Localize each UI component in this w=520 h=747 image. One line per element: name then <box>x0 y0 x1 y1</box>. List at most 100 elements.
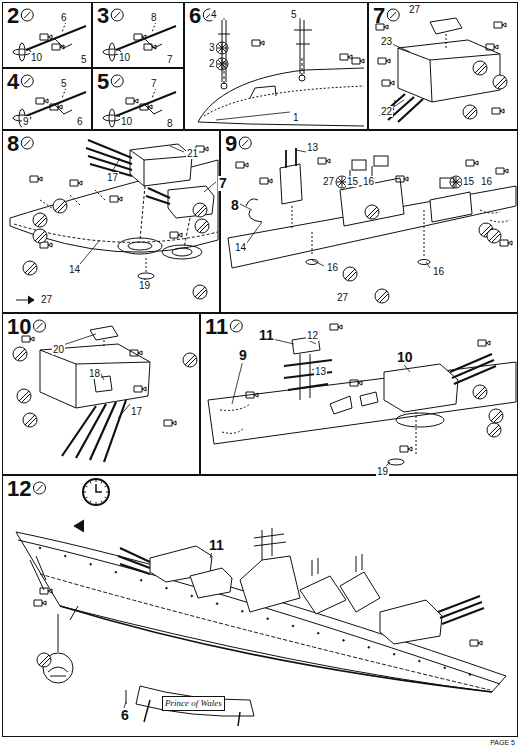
cut-symbol <box>343 267 357 281</box>
glue-icon <box>21 75 33 87</box>
cut-symbol <box>487 423 501 437</box>
cut-symbol <box>475 63 486 74</box>
glue-icon <box>36 323 42 329</box>
railing-post <box>317 632 319 634</box>
cut-symbol <box>473 385 487 399</box>
glue-marker <box>400 446 412 452</box>
drying-clock <box>83 479 109 505</box>
step-panel: 2 <box>2 2 92 68</box>
paint-marker <box>450 176 462 188</box>
callout-number: 27 <box>322 176 335 187</box>
railing-post <box>292 625 294 627</box>
glue-marker <box>318 158 330 164</box>
cut-symbol <box>489 231 500 242</box>
clock-tick <box>96 480 97 482</box>
railing-post <box>39 547 41 549</box>
cut-symbol <box>487 229 501 243</box>
symbols <box>13 9 512 675</box>
callout-number: 5 <box>80 54 88 65</box>
step-panel: 11 <box>200 313 518 475</box>
guide <box>152 22 156 32</box>
cut-symbol <box>463 105 477 119</box>
callout-number: 3 <box>208 42 216 53</box>
clock-tick <box>90 501 91 503</box>
cut-symbol <box>53 199 67 213</box>
cut-symbol <box>17 389 31 403</box>
glue-marker <box>134 386 146 392</box>
callout-number: Prince of Wales <box>162 696 225 711</box>
glue-marker <box>352 58 364 64</box>
cut-symbol <box>365 205 379 219</box>
callout-number: 16 <box>480 176 493 187</box>
glue-marker <box>470 640 482 646</box>
callout-number: 14 <box>68 264 81 275</box>
glue-marker <box>340 54 352 60</box>
cut-symbol <box>465 107 476 118</box>
callout-number: 23 <box>380 36 393 47</box>
paint-marker <box>216 42 228 54</box>
step-number: 4 <box>7 71 19 93</box>
guide <box>62 88 66 98</box>
railing-post <box>343 640 345 642</box>
step-number: 10 <box>7 316 31 338</box>
glue-marker <box>130 350 142 356</box>
clock-tick <box>84 492 86 493</box>
callout-number: 16 <box>432 266 445 277</box>
callout-number: 16 <box>326 262 339 273</box>
prop-shaft <box>116 92 176 116</box>
railing-post <box>166 587 168 589</box>
glue-marker <box>36 98 48 104</box>
callout-number: 15 <box>346 176 359 187</box>
glue-marker <box>40 34 52 40</box>
turret-assembly <box>380 18 500 122</box>
step-number: 8 <box>7 133 19 155</box>
glue-marker <box>486 44 498 50</box>
callout-number: 10 <box>118 52 131 63</box>
glue-marker <box>350 380 362 386</box>
callout-number: 13 <box>314 366 327 377</box>
glue-marker <box>496 168 508 174</box>
glue-marker <box>494 22 506 28</box>
cut-symbol <box>23 413 37 427</box>
propeller <box>19 43 25 61</box>
cut-symbol <box>367 207 378 218</box>
cut-symbol <box>19 391 30 402</box>
propeller <box>13 49 31 55</box>
glue-icon <box>24 140 30 146</box>
railing-post <box>64 555 66 557</box>
callout-number: 2 <box>208 58 216 69</box>
glue-marker <box>396 176 408 182</box>
cut-symbol <box>491 411 502 422</box>
glue-marker <box>478 340 490 346</box>
callout-number: 13 <box>306 142 319 153</box>
cut-symbol <box>39 655 50 666</box>
callout-number: 8 <box>166 118 174 129</box>
callout-number: 6 <box>76 116 84 127</box>
glue-icon <box>242 140 248 146</box>
callout-number: 21 <box>186 148 199 159</box>
callout-number: 7 <box>218 176 228 191</box>
callout-number: 8 <box>230 198 240 213</box>
shaft-bracket <box>54 104 72 114</box>
callout-number: 27 <box>336 292 349 303</box>
glue-icon <box>21 9 33 21</box>
cut-symbol <box>55 201 66 212</box>
cut-symbol <box>183 353 197 367</box>
paint-marker <box>452 178 459 185</box>
cut-symbol <box>37 653 51 667</box>
glue-marker <box>126 98 138 104</box>
cut-symbol <box>193 203 207 217</box>
cut-symbol <box>489 409 503 423</box>
glue-marker <box>52 44 64 50</box>
callout-number: 27 <box>40 294 53 305</box>
glue-marker <box>466 160 478 166</box>
glue-marker <box>30 176 42 182</box>
railing-post <box>444 667 446 669</box>
glue-icon <box>387 9 399 21</box>
cut-symbol <box>345 269 356 280</box>
glue-marker <box>500 240 512 246</box>
glue-marker <box>330 324 342 330</box>
callout-number: 6 <box>60 12 68 23</box>
step-number: 12 <box>7 478 31 500</box>
